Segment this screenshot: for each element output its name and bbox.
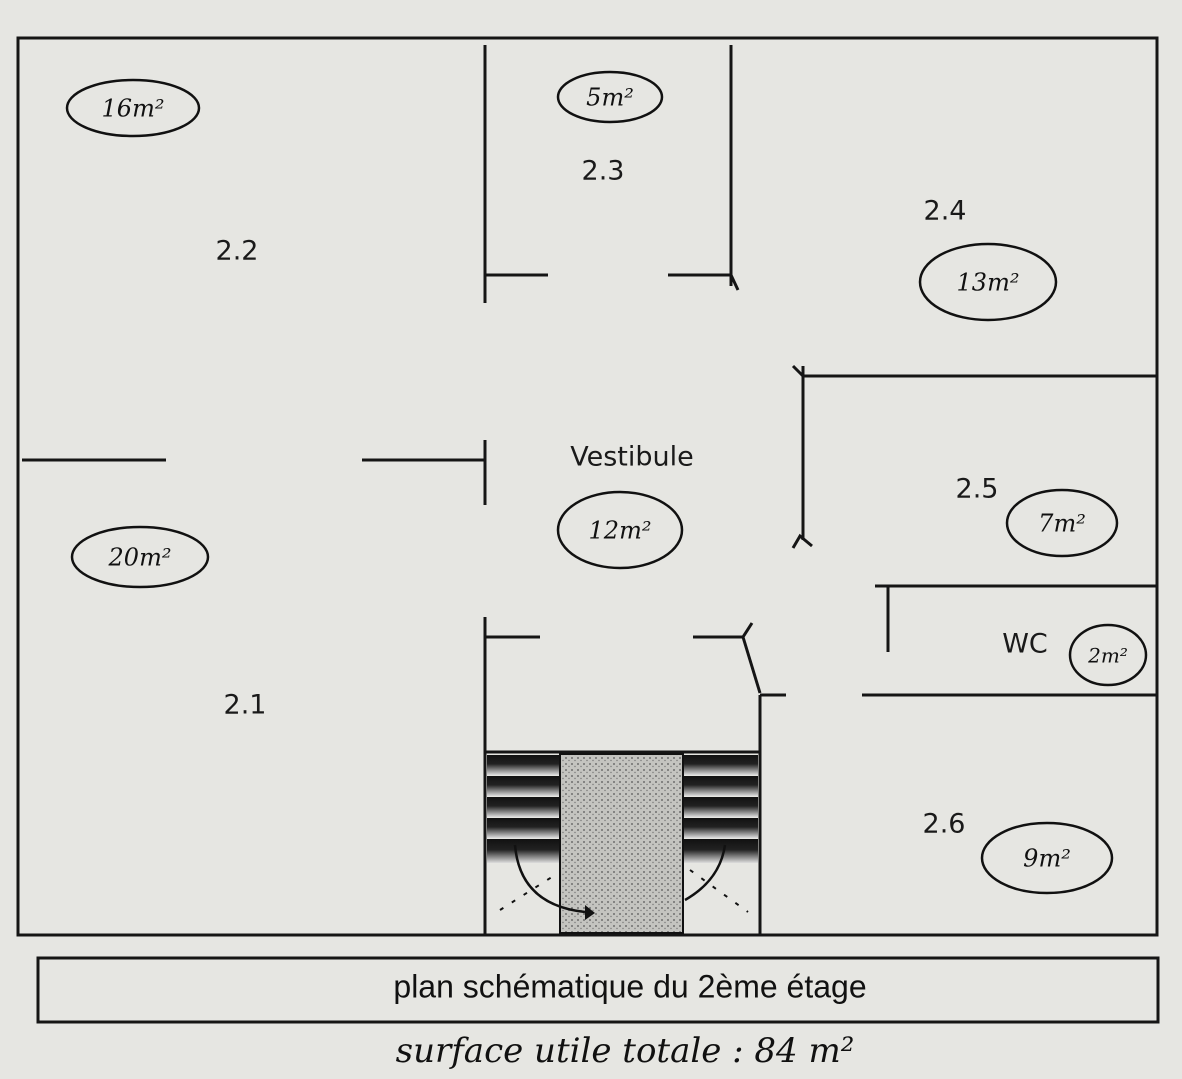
total-area-note: surface utile totale : 84 m² <box>396 1031 855 1071</box>
svg-text:20m²: 20m² <box>108 544 172 572</box>
area-annotation-2-4: 13m² <box>918 242 1058 322</box>
plan-caption: plan schématique du 2ème étage <box>393 968 866 1004</box>
svg-text:5m²: 5m² <box>586 84 634 112</box>
door-2-4-b <box>791 364 805 378</box>
svg-text:2m²: 2m² <box>1087 644 1128 668</box>
svg-text:16m²: 16m² <box>102 95 165 123</box>
area-annotation-2-1: 20m² <box>70 525 210 589</box>
staircase <box>485 750 760 934</box>
area-annotation-2-3: 5m² <box>556 70 664 124</box>
room-label-2-3: 2.3 <box>582 156 625 187</box>
area-annotation-vestibule: 12m² <box>556 490 684 570</box>
room-label-wc: WC <box>1002 629 1048 660</box>
room-label-vestibule: Vestibule <box>570 442 694 473</box>
area-annotation-2-6: 9m² <box>980 821 1114 895</box>
room-label-2-4: 2.4 <box>924 196 967 227</box>
door-2-6 <box>741 636 762 694</box>
room-label-2-5: 2.5 <box>956 474 999 505</box>
door-2-5 <box>791 533 813 549</box>
area-annotation-2-2: 16m² <box>65 78 201 138</box>
door-2-4 <box>729 274 740 291</box>
svg-text:12m²: 12m² <box>589 517 652 545</box>
area-annotation-wc: 2m² <box>1068 623 1148 687</box>
outer-wall <box>16 36 1159 937</box>
room-label-2-1: 2.1 <box>224 690 267 721</box>
door-hinge <box>741 622 754 638</box>
svg-text:9m²: 9m² <box>1023 845 1071 873</box>
room-label-2-6: 2.6 <box>923 809 966 840</box>
svg-text:13m²: 13m² <box>957 269 1020 297</box>
caption-box <box>36 956 1160 1024</box>
area-annotation-2-5: 7m² <box>1005 488 1119 558</box>
room-label-2-2: 2.2 <box>216 236 259 267</box>
svg-text:7m²: 7m² <box>1038 510 1086 538</box>
